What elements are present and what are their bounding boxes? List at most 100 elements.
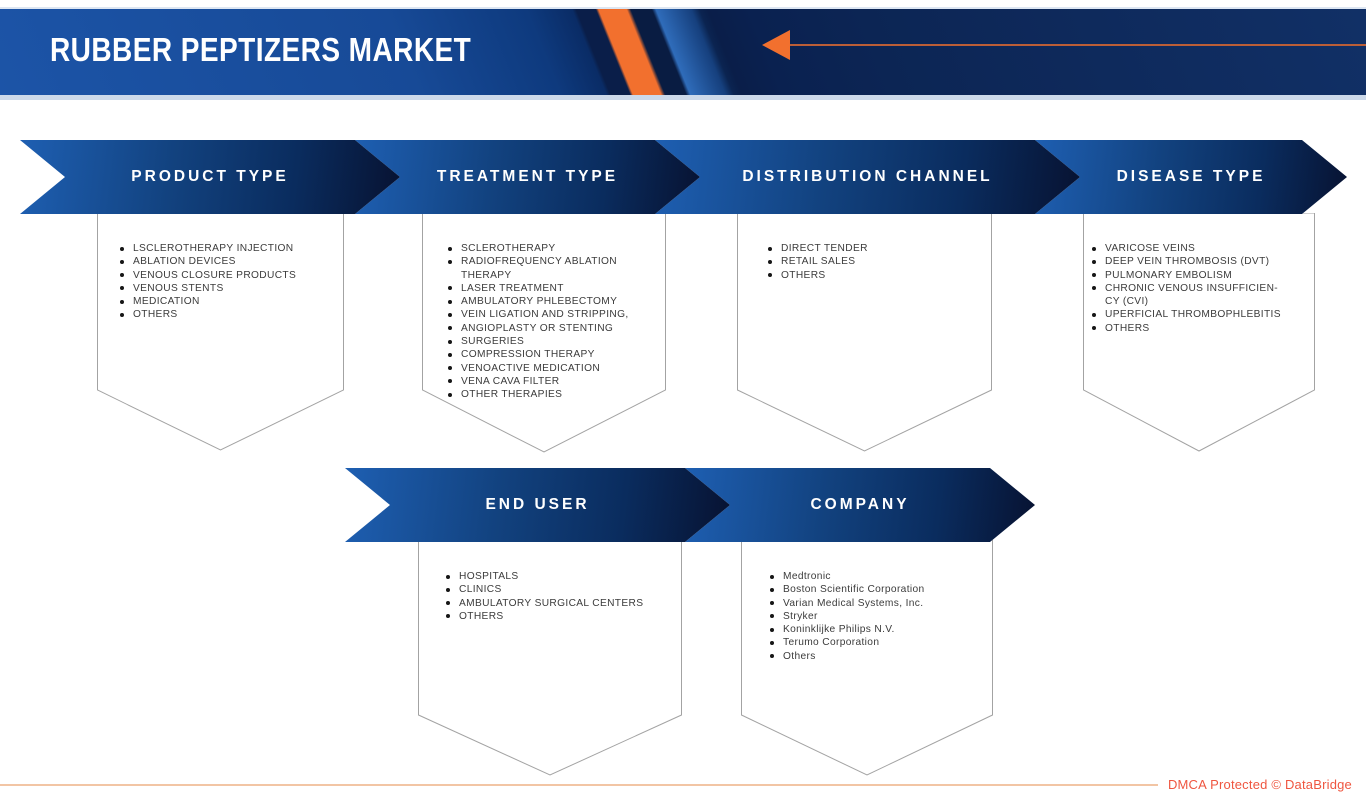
segment-banner-label: DISEASE TYPE [1116, 168, 1266, 185]
list-item: ANGIOPLASTY OR STENTING [448, 322, 660, 335]
list-item-text: Boston Scientific Corporation [783, 584, 925, 596]
bullet-icon [448, 339, 452, 344]
list-item-text: VEIN LIGATION AND STRIPPING, [461, 309, 629, 321]
list-item: VENOUS STENTS [120, 282, 338, 295]
list-item-text: CHRONIC VENOUS INSUFFICIEN- CY (CVI) [1105, 282, 1279, 308]
bullet-icon [120, 273, 124, 278]
list-item-text: HOSPITALS [459, 571, 519, 582]
bullet-icon [770, 627, 774, 632]
list-item-text: RETAIL SALES [781, 256, 856, 268]
panel-outline-end-user [418, 540, 682, 776]
bullet-icon [120, 312, 124, 317]
title-banner [0, 7, 1366, 100]
list-item: OTHERS [768, 269, 980, 282]
list-item: PULMONARY EMBOLISM [1092, 269, 1310, 282]
footer-divider-line [0, 784, 1158, 786]
list-item-text: Terumo Corporation [783, 637, 880, 649]
list-item-text: LASER TREATMENT [461, 282, 564, 294]
list-item-text: Others [783, 650, 816, 662]
bullet-icon [770, 587, 774, 592]
bullet-icon [448, 366, 452, 371]
list-item-text: Stryker [783, 610, 818, 622]
list-item-text: SCLEROTHERAPY [461, 243, 556, 254]
list-item: LASER TREATMENT [448, 282, 660, 295]
list-item-text: Medtronic [783, 571, 831, 582]
list-item-text: RADIOFREQUENCY ABLATION THERAPY [461, 256, 617, 281]
bullet-icon [448, 352, 452, 357]
bullet-icon [1092, 286, 1096, 291]
segment-banner-label: DISTRIBUTION CHANNEL [742, 168, 993, 185]
list-item-text: VARICOSE VEINS [1105, 243, 1196, 254]
list-item-text: UPERFICIAL THROMBOPHLEBITIS [1105, 309, 1281, 321]
segment-banner-label: TREATMENT TYPE [436, 168, 619, 185]
segment-banner-disease-type: DISEASE TYPE [1035, 140, 1347, 214]
list-item: Others [770, 650, 988, 663]
segment-banner-distribution-channel: DISTRIBUTION CHANNEL [655, 140, 1080, 214]
list-item-text: MEDICATION [133, 296, 200, 308]
list-item: MEDICATION [120, 295, 338, 308]
list-item-text: Varian Medical Systems, Inc. [783, 597, 924, 609]
list-item: HOSPITALS [446, 570, 674, 583]
list-item: Varian Medical Systems, Inc. [770, 597, 988, 610]
segment-banner-label: END USER [485, 496, 590, 513]
list-item-text: OTHERS [133, 309, 178, 321]
list-item-text: DEEP VEIN THROMBOSIS (DVT) [1105, 256, 1270, 268]
segment-banner-product-type: PRODUCT TYPE [20, 140, 400, 214]
list-item: RADIOFREQUENCY ABLATION THERAPY [448, 255, 660, 282]
bullet-icon [770, 654, 774, 659]
bullet-icon [446, 574, 450, 579]
list-item: COMPRESSION THERAPY [448, 348, 660, 361]
list-item: DEEP VEIN THROMBOSIS (DVT) [1092, 255, 1310, 268]
segment-banner-label: COMPANY [810, 496, 910, 513]
list-item: Medtronic [770, 570, 988, 583]
list-item-text: VENOACTIVE MEDICATION [461, 362, 601, 374]
panel-outline-disease-type [1083, 213, 1315, 452]
list-item-text: COMPRESSION THERAPY [461, 349, 595, 361]
list-item-text: AMBULATORY PHLEBECTOMY [461, 296, 618, 308]
list-item-text: OTHERS [459, 610, 504, 622]
bullet-icon [768, 259, 772, 264]
list-item: OTHER THERAPIES [448, 388, 660, 401]
bullet-icon [448, 312, 452, 317]
bullet-icon [770, 614, 774, 619]
list-item-text: OTHER THERAPIES [461, 389, 563, 401]
list-item: ABLATION DEVICES [120, 255, 338, 268]
panel-outline-company [741, 540, 993, 776]
list-item: Boston Scientific Corporation [770, 583, 988, 596]
list-item: LSCLEROTHERAPY INJECTION [120, 242, 338, 255]
bullet-icon [120, 259, 124, 264]
bullet-icon [448, 246, 452, 251]
list-item: UPERFICIAL THROMBOPHLEBITIS [1092, 308, 1310, 321]
list-item: RETAIL SALES [768, 255, 980, 268]
bullet-icon [1092, 246, 1096, 251]
segment-banner-end-user: END USER [345, 468, 730, 542]
list-item-text: ANGIOPLASTY OR STENTING [461, 322, 614, 334]
bullet-icon [448, 392, 452, 397]
bullet-icon [448, 299, 452, 304]
bullet-icon [120, 286, 124, 291]
segment-list-treatment-type: SCLEROTHERAPY RADIOFREQUENCY ABLATION THE… [448, 242, 660, 402]
list-item: Stryker [770, 610, 988, 623]
list-item: Terumo Corporation [770, 636, 988, 649]
list-item-text: VENOUS STENTS [133, 282, 224, 294]
bullet-icon [768, 246, 772, 251]
list-item-text: OTHERS [1105, 322, 1150, 334]
list-item-text: Koninklijke Philips N.V. [783, 624, 895, 636]
left-arrowhead-icon [762, 30, 790, 60]
list-item: DIRECT TENDER [768, 242, 980, 255]
bullet-icon [1092, 259, 1096, 264]
list-item-text: CLINICS [459, 584, 502, 596]
list-item-text: SURGERIES [461, 336, 525, 348]
bullet-icon [446, 614, 450, 619]
list-item: OTHERS [1092, 322, 1310, 335]
panel-outline-product-type [97, 213, 344, 451]
bullet-icon [120, 299, 124, 304]
bullet-icon [448, 326, 452, 331]
panel-outline-distribution-channel [737, 213, 992, 452]
bullet-icon [768, 273, 772, 278]
bullet-icon [448, 379, 452, 384]
